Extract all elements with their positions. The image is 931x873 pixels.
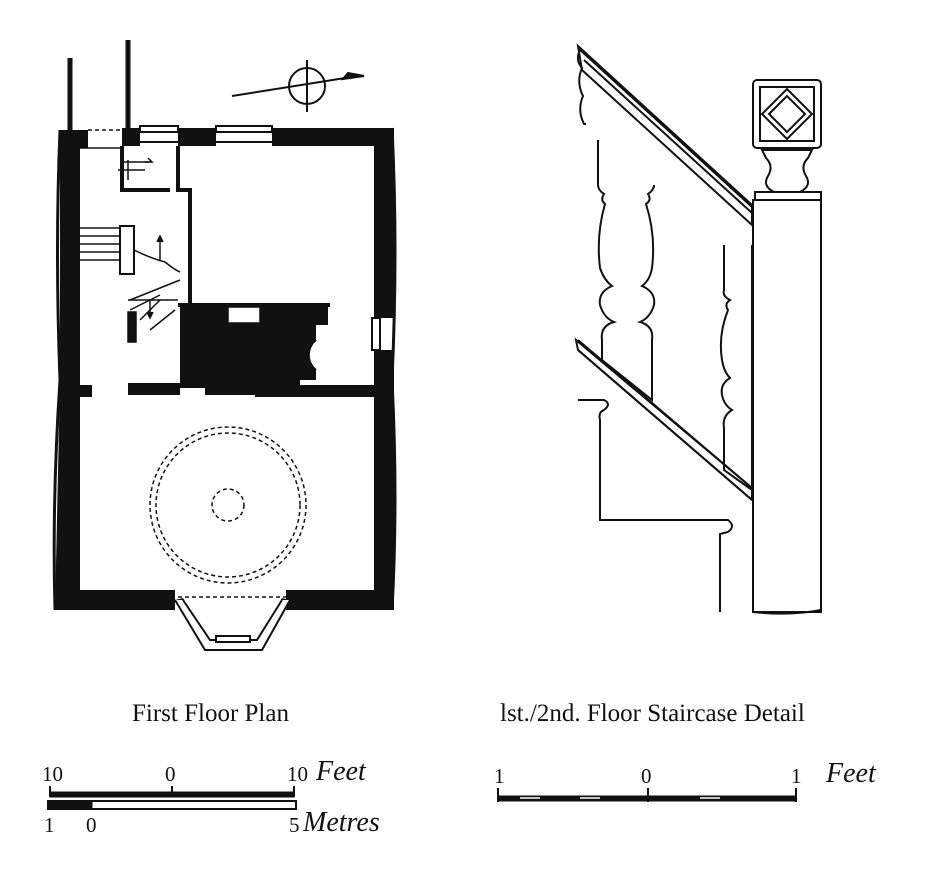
outer-walls [55,128,394,610]
plan-metres-left-label: 1 [44,813,55,837]
bay-window [174,596,291,651]
detail-feet-unit: Feet [826,758,876,789]
plan-scale-bars [47,786,297,810]
partitions [120,146,330,307]
detail-feet-left-label: 1 [494,764,505,788]
top-windows [139,125,273,143]
flue-lines [67,40,131,132]
hearth [227,306,261,324]
baluster-left [597,140,656,403]
plan-metres-mid-label: 0 [86,813,97,837]
north-arrow-icon [231,60,365,112]
chimney-breast [180,307,328,395]
detail-caption: lst./2nd. Floor Staircase Detail [500,700,805,727]
floor-plan [52,40,397,651]
plan-metres-unit: Metres [303,807,380,838]
newel-post [752,79,822,615]
plan-caption: First Floor Plan [132,700,289,727]
fireplace-arch [307,339,317,371]
plan-feet-unit: Feet [316,756,366,787]
detail-scale-bar [497,788,797,802]
step-profile [578,399,733,612]
wall-outline-left [52,129,62,611]
staircase-detail [574,43,822,615]
plan-feet-mid-label: 0 [165,762,176,786]
detail-feet-mid-label: 0 [641,764,652,788]
handrail [576,43,753,228]
side-opening [371,317,381,351]
staircase-plan [80,157,181,343]
plan-metres-right-label: 5 [289,813,300,837]
plan-feet-right-label: 10 [287,762,308,786]
string [574,337,753,503]
detail-feet-right-label: 1 [791,764,802,788]
ceiling-rose [149,426,307,584]
baluster-right [719,245,753,492]
wall-outline-right [390,127,397,611]
plan-feet-left-label: 10 [42,762,63,786]
